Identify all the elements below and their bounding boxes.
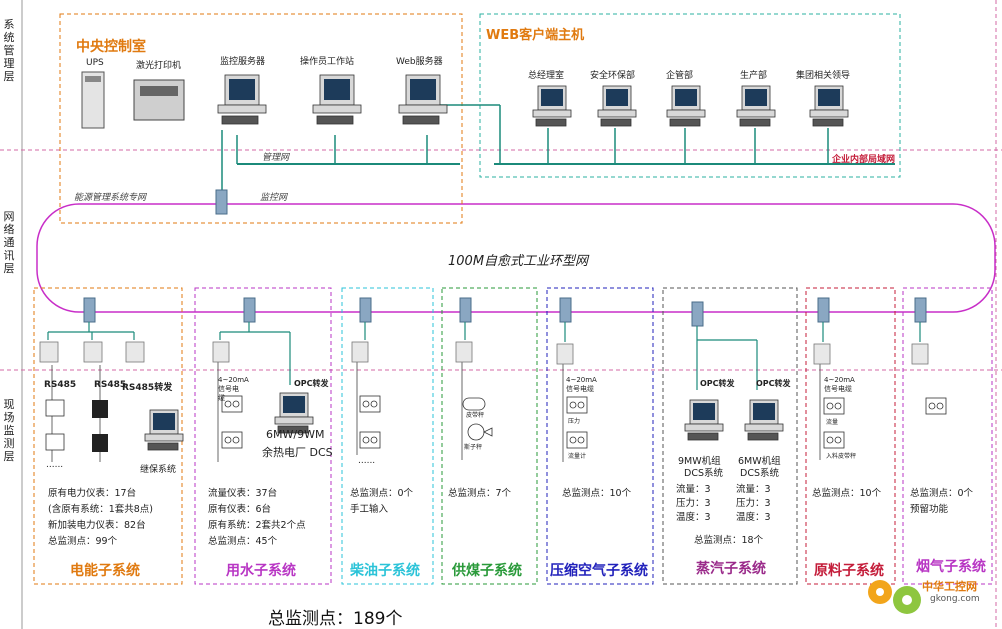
- air-box: [546, 287, 654, 585]
- flue-title: 烟气子系统: [916, 559, 986, 575]
- air-signal: 4~20mA信号电缆: [566, 376, 597, 393]
- operator-station-label: 操作员工作站: [300, 57, 355, 67]
- steam-unit1: DCS系统: [684, 468, 723, 479]
- steam-box: [662, 287, 798, 585]
- water-stat: 流量仪表：37台: [208, 488, 278, 499]
- air-m1: 压力: [568, 418, 581, 425]
- ring-label: 100M自愈式工业环型网: [448, 254, 589, 269]
- power-ellipsis: ......: [46, 460, 64, 470]
- ring-network: [36, 203, 996, 313]
- steam-opc2: OPC转发: [756, 379, 791, 388]
- power-rs485-1: RS485: [44, 380, 77, 390]
- web-clients-title: WEB客户端主机: [486, 28, 585, 43]
- coal-meter1: 皮带秤: [466, 412, 485, 419]
- water-signal: 4~20mA信号电缆: [218, 376, 249, 402]
- water-opc: OPC转发: [294, 379, 329, 388]
- mgmt-net-label: 管理网: [262, 153, 290, 163]
- diesel-box: [341, 287, 434, 585]
- flue-box: [902, 287, 993, 585]
- client-label: 企管部: [666, 71, 694, 81]
- coal-stat: 总监测点：7个: [448, 488, 512, 499]
- steam-unit1: 流量：3: [676, 484, 711, 495]
- material-title: 原料子系统: [814, 563, 884, 579]
- power-stat: 总监测点：99个: [48, 536, 118, 547]
- ups-device: [81, 71, 105, 129]
- diesel-title: 柴油子系统: [350, 563, 420, 579]
- material-m2: 入料皮带秤: [826, 453, 857, 460]
- material-box: [805, 287, 896, 585]
- total-points: 总监测点：189个: [268, 609, 403, 629]
- web-server-label: Web服务器: [396, 57, 443, 67]
- air-title: 压缩空气子系统: [550, 563, 648, 579]
- printer-label: 激光打印机: [136, 61, 182, 71]
- diesel-stat: 总监测点：0个: [350, 488, 414, 499]
- water-stat: 原有仪表：6台: [208, 504, 272, 515]
- diesel-stat: 手工输入: [350, 504, 389, 515]
- client-label: 生产部: [740, 71, 768, 81]
- water-stat: 原有系统：2套共2个点: [208, 520, 306, 531]
- steam-unit1: 压力：3: [676, 498, 711, 509]
- steam-opc1: OPC转发: [700, 379, 735, 388]
- material-m1: 流量: [826, 419, 839, 426]
- steam-unit2: 温度：3: [736, 512, 771, 523]
- layer-label-management: 系统管理层: [3, 18, 15, 83]
- client-label: 总经理室: [528, 71, 565, 81]
- steam-stat: 总监测点：18个: [694, 535, 764, 546]
- power-stat: 新加装电力仪表：82台: [48, 520, 146, 531]
- coal-meter2: 斯子秤: [464, 444, 483, 451]
- control-room-title: 中央控制室: [76, 39, 146, 55]
- water-stat: 总监测点：45个: [208, 536, 278, 547]
- steam-title: 蒸汽子系统: [696, 561, 766, 577]
- diesel-ellipsis: ......: [358, 456, 376, 466]
- layer-label-field: 现场监测层: [3, 398, 15, 463]
- power-rs485-2: RS485: [94, 380, 127, 390]
- watermark-url: gkong.com: [930, 594, 980, 604]
- power-title: 电能子系统: [70, 563, 140, 579]
- steam-unit2: 压力：3: [736, 498, 771, 509]
- client-label: 集团相关领导: [796, 71, 851, 81]
- monitor-net-label: 监控网: [260, 193, 288, 203]
- coal-title: 供煤子系统: [452, 563, 522, 579]
- material-stat: 总监测点：10个: [812, 488, 882, 499]
- control-room-box: [59, 13, 463, 224]
- flue-stat: 预留功能: [910, 504, 949, 515]
- watermark-logo: [868, 580, 921, 614]
- water-title: 用水子系统: [226, 563, 296, 579]
- steam-unit1: 温度：3: [676, 512, 711, 523]
- steam-unit2: 6MW机组: [738, 456, 781, 467]
- ups-label: UPS: [86, 58, 104, 68]
- power-stat: 原有电力仪表：17台: [48, 488, 137, 499]
- material-signal: 4~20mA信号电缆: [824, 376, 855, 393]
- web-clients-box: [479, 13, 901, 178]
- air-stat: 总监测点：10个: [562, 488, 632, 499]
- lan-label: 企业内部局域网: [832, 155, 896, 165]
- client-label: 安全环保部: [590, 71, 636, 81]
- power-stat: (含原有系统：1套共8点): [48, 504, 154, 515]
- energy-net-label: 能源管理系统专网: [74, 193, 147, 203]
- steam-unit1: 9MW机组: [678, 456, 721, 467]
- steam-unit2: DCS系统: [740, 468, 779, 479]
- steam-unit2: 流量：3: [736, 484, 771, 495]
- air-m2: 流量计: [568, 453, 587, 460]
- monitor-server-label: 监控服务器: [220, 57, 266, 67]
- water-box: [194, 287, 332, 585]
- coal-box: [441, 287, 538, 585]
- layer-label-network: 网络通讯层: [3, 210, 15, 275]
- power-rs485-fwd: RS485转发: [122, 383, 173, 393]
- water-dcs1: 6MW/9WM: [266, 428, 325, 441]
- power-pc-label: 继保系统: [140, 465, 177, 475]
- watermark-text: 中华工控网: [922, 580, 977, 593]
- water-dcs2: 余热电厂 DCS: [262, 446, 333, 459]
- flue-stat: 总监测点：0个: [910, 488, 974, 499]
